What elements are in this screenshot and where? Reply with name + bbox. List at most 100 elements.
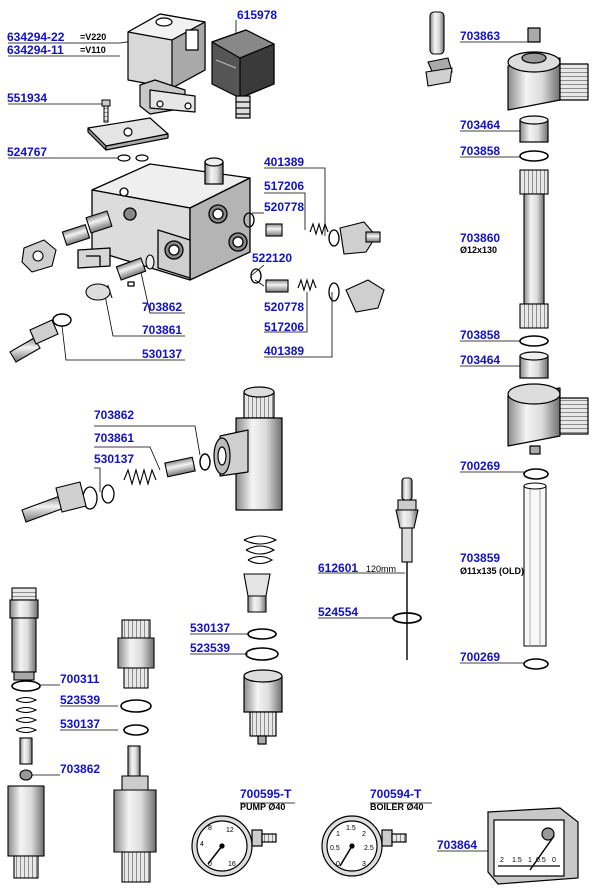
screw [101,99,111,123]
callout-401389-upper: 401389 [264,155,305,169]
callout-524767: 524767 [7,145,48,159]
callout-703860: 703860 [460,231,501,245]
callout-523539-left: 523539 [60,693,101,707]
pump-tick-4: 4 [200,841,204,848]
callout-615978: 615978 [237,8,278,22]
callout-522120: 522120 [252,251,293,265]
callout-517206-lower: 517206 [264,320,305,334]
callout-634294-11: 634294-11 [7,43,64,57]
meter-tick-0: 0 [552,857,556,864]
dimension-703859: Ø11x135 (OLD) [460,566,525,576]
washer-523539-mid [245,647,279,661]
washer-523539-left [120,699,152,713]
body-left-bottom [7,785,45,879]
callout-520778-upper: 520778 [264,200,305,214]
callout-520778-lower: 520778 [264,300,305,314]
boiler-tick-3: 3 [362,861,366,868]
meter-tick-05: 0.5 [536,857,546,864]
leader-lines [8,20,540,852]
spring [85,283,113,301]
callout-700269-lower: 700269 [460,650,501,664]
check-valve-left [9,587,39,681]
oring-530137-mid-b [247,628,277,640]
nozzle-703862-mid [164,453,211,478]
oring-530137-mid [82,484,115,510]
pump-tick-12: 12 [226,827,234,834]
hose-barb [9,319,59,363]
dimension-703860: Ø12x130 [460,245,498,255]
voltage-110: =V110 [80,45,106,55]
callout-703863: 703863 [460,29,501,43]
boiler-gauge-note: BOILER Ø40 [370,802,424,812]
callout-703464-upper: 703464 [460,118,501,132]
nozzle-fitting [115,254,155,281]
callout-530137-left: 530137 [60,717,101,731]
gasket-700269-upper [523,468,549,480]
callout-523539-mid: 523539 [190,641,231,655]
boiler-gauge [321,815,407,877]
callout-703862-mid: 703862 [94,408,135,422]
left-fittings [21,210,113,273]
glass-tube-703860 [519,169,549,329]
callout-703862-upper: 703862 [142,300,183,314]
nonreturn-valve [113,745,157,883]
pump-gauge-note: PUMP Ø40 [240,802,286,812]
valve-block [77,157,251,287]
callout-530137-mid-b: 530137 [190,621,231,635]
pump-gauge [191,815,277,877]
boiler-tick-2: 2 [362,831,366,838]
gasket-plate [87,117,169,162]
glass-tube-703859 [523,482,547,647]
callout-703864: 703864 [437,838,478,852]
hose-barb-mid [21,481,87,523]
solenoid-connector [211,29,275,119]
callout-700311: 700311 [60,672,100,686]
boiler-meter [487,807,579,885]
meter-tick-1: 1 [528,857,532,864]
right-fitting-lower [250,268,385,313]
callout-530137-mid: 530137 [94,452,135,466]
boiler-tick-15: 1.5 [346,825,356,832]
callout-700594-t: 700594-T [370,787,422,801]
callout-530137-upper: 530137 [142,347,183,361]
valve-spring-below [243,535,278,565]
voltage-220: =V220 [80,32,107,42]
gasket-700269-lower [523,658,549,670]
length-612601: 120mm [366,564,397,574]
right-fitting-upper [243,212,381,255]
pin-left [19,737,33,781]
washer-703858-lower [519,335,549,347]
expansion-tee [213,386,283,511]
callout-612601: 612601 [318,561,359,575]
spring-left [15,696,38,734]
level-probe [392,477,422,660]
boiler-tick-0: 0 [336,861,340,868]
boiler-tick-05: 0.5 [330,845,340,852]
callout-703464-lower: 703464 [460,353,501,367]
nut-703464-upper [519,115,549,143]
boiler-tick-25: 2.5 [364,845,374,852]
pump-tick-8: 8 [208,825,212,832]
valve-poppet [243,573,271,613]
callout-703859: 703859 [460,551,501,565]
pump-tick-16: 16 [228,861,236,868]
callout-700269-upper: 700269 [460,459,501,473]
meter-tick-15: 1.5 [512,857,522,864]
callout-703858-upper: 703858 [460,144,501,158]
callout-551934: 551934 [7,91,48,105]
lower-tee-body [507,383,589,455]
fitting-center-bottom [117,619,155,689]
valve-body-mid [243,669,283,745]
solenoid-valve [127,13,206,115]
callout-703858-lower: 703858 [460,328,501,342]
callout-634294-22: 634294-22 [7,30,65,44]
callout-700595-t: 700595-T [240,787,292,801]
washer-703858-upper [519,150,549,162]
oring-700311 [11,680,41,692]
callout-401389-lower: 401389 [264,344,305,358]
upper-tee-body [507,27,589,111]
meter-tick-2: 2 [500,857,504,864]
nut-703464-lower [519,351,549,379]
valve-703863 [425,11,453,87]
